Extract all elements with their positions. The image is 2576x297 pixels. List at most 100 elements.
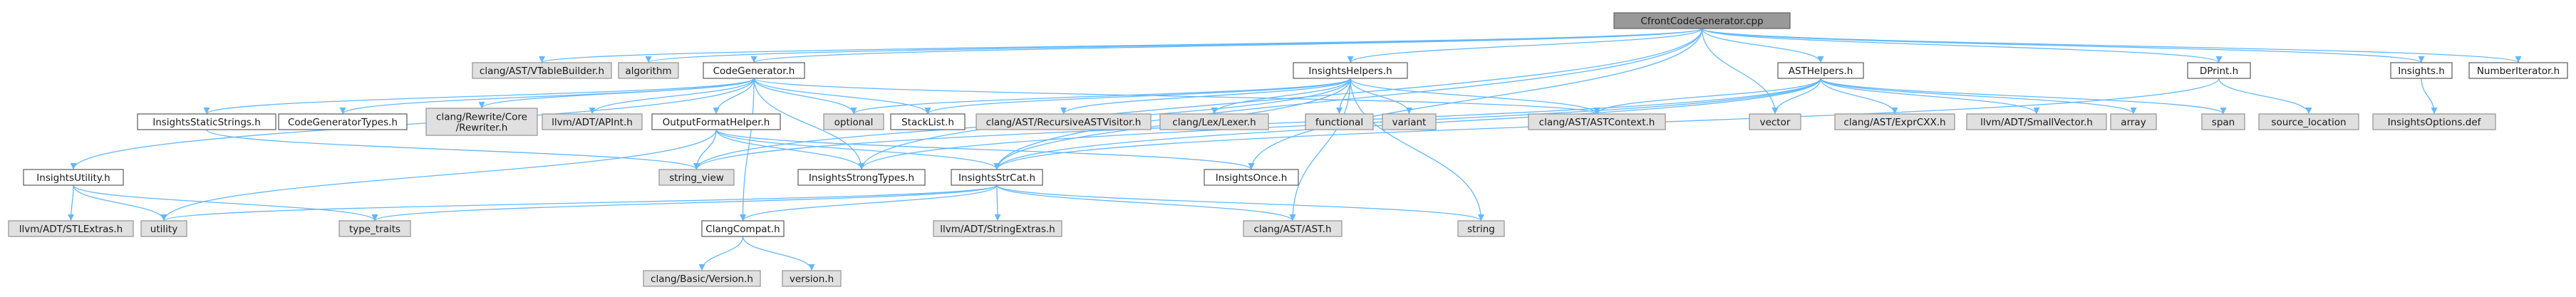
edge-dprint-to-srcloc bbox=[2218, 78, 2312, 115]
node-box bbox=[1243, 220, 1343, 237]
node-label: vector bbox=[1760, 117, 1791, 128]
node-typetraits: type_traits bbox=[338, 220, 411, 237]
node-iutility[interactable]: InsightsUtility.h bbox=[23, 169, 124, 186]
node-label: clang/AST/RecursiveASTVisitor.h bbox=[986, 117, 1142, 128]
node-box bbox=[542, 113, 643, 130]
node-box bbox=[425, 108, 538, 136]
edge-ofhelper-to-istrong bbox=[715, 129, 865, 170]
edge-istrcat-to-utility bbox=[160, 184, 998, 222]
node-box bbox=[701, 220, 785, 237]
node-recvisitor: clang/AST/RecursiveASTVisitor.h bbox=[976, 113, 1152, 130]
edge-istrcat-to-typetraits bbox=[371, 184, 998, 222]
node-label: Insights.h bbox=[2398, 66, 2445, 77]
edge-istatic-to-stringview bbox=[206, 129, 700, 170]
node-basicversion: clang/Basic/Version.h bbox=[643, 270, 761, 287]
edge-codegen-to-rewriter bbox=[478, 78, 755, 109]
node-box bbox=[1834, 113, 1955, 130]
edge-iutility-to-typetraits bbox=[73, 184, 378, 222]
node-srcloc: source_location bbox=[2258, 113, 2359, 130]
node-label: InsightsOptions.def bbox=[2388, 117, 2482, 128]
node-box bbox=[618, 62, 679, 79]
node-exprcxx: clang/AST/ExprCXX.h bbox=[1834, 113, 1955, 130]
node-box bbox=[278, 113, 408, 130]
edge-cfront-to-algorithm bbox=[646, 28, 1703, 63]
edge-istrcat-to-clangcompat bbox=[740, 184, 998, 222]
edge-istrcat-to-strextras bbox=[994, 184, 1001, 222]
node-asthelpers[interactable]: ASTHelpers.h bbox=[1777, 62, 1864, 79]
node-box bbox=[2110, 113, 2157, 130]
node-box bbox=[472, 62, 612, 79]
node-insights[interactable]: Insights.h bbox=[2390, 62, 2453, 79]
node-label: llvm/ADT/APInt.h bbox=[552, 117, 633, 128]
edge-cfront-to-codegen bbox=[750, 28, 1703, 63]
node-istrong[interactable]: InsightsStrongTypes.h bbox=[797, 169, 926, 186]
edge-ihelpers-to-ast bbox=[1289, 78, 1351, 222]
node-ionce[interactable]: InsightsOnce.h bbox=[1204, 169, 1299, 186]
edge-istrcat-to-string bbox=[996, 184, 1484, 222]
node-label: type_traits bbox=[349, 224, 400, 235]
node-box bbox=[933, 220, 1062, 237]
node-box bbox=[1777, 62, 1864, 79]
node-label: OutputFormatHelper.h bbox=[663, 117, 770, 128]
node-istrcat[interactable]: InsightsStrCat.h bbox=[951, 169, 1043, 186]
node-box bbox=[1966, 113, 2107, 130]
node-dprint[interactable]: DPrint.h bbox=[2187, 62, 2251, 79]
node-label: NumberIterator.h bbox=[2477, 66, 2560, 77]
node-label: CodeGeneratorTypes.h bbox=[288, 117, 398, 128]
node-stacklist[interactable]: StackList.h bbox=[890, 113, 966, 130]
node-label: InsightsHelpers.h bbox=[1308, 66, 1392, 77]
node-optional: optional bbox=[823, 113, 884, 130]
edge-ihelpers-to-lexer bbox=[1211, 78, 1351, 115]
edge-codegen-to-ofhelper bbox=[713, 78, 755, 115]
node-box bbox=[1382, 113, 1437, 130]
node-label: InsightsUtility.h bbox=[36, 172, 110, 184]
node-box bbox=[8, 220, 134, 237]
edge-insights-to-iopts bbox=[2421, 78, 2438, 115]
node-codegen[interactable]: CodeGenerator.h bbox=[703, 62, 805, 79]
node-box bbox=[338, 220, 411, 237]
node-label: clang/AST/ExprCXX.h bbox=[1843, 117, 1945, 128]
node-box bbox=[797, 169, 926, 186]
edge-ihelpers-to-recvisitor bbox=[1060, 78, 1351, 115]
node-label: clang/Rewrite/Core/Rewriter.h bbox=[436, 112, 527, 134]
edge-asthelpers-to-span bbox=[1820, 78, 2227, 115]
node-label: DPrint.h bbox=[2200, 66, 2238, 77]
node-ofhelper[interactable]: OutputFormatHelper.h bbox=[651, 113, 781, 130]
edge-ihelpers-to-astcontext bbox=[1350, 78, 1600, 115]
node-algorithm: algorithm bbox=[618, 62, 679, 79]
edge-codegen-to-apint bbox=[589, 78, 755, 115]
edge-layer bbox=[67, 28, 2522, 271]
edge-cfront-to-vector bbox=[1701, 28, 1779, 115]
node-functional: functional bbox=[1305, 113, 1374, 130]
node-box bbox=[2201, 113, 2245, 130]
edge-ofhelper-to-istrcat bbox=[715, 129, 1000, 170]
node-box bbox=[2258, 113, 2359, 130]
node-label: clang/AST/VTableBuilder.h bbox=[480, 66, 604, 77]
edge-codegen-to-istrong bbox=[753, 78, 865, 170]
node-box bbox=[651, 113, 781, 130]
node-box bbox=[137, 113, 276, 130]
node-numiter[interactable]: NumberIterator.h bbox=[2468, 62, 2568, 79]
node-label: clang/Basic/Version.h bbox=[651, 273, 753, 285]
node-ihelpers[interactable]: InsightsHelpers.h bbox=[1293, 62, 1408, 79]
node-box bbox=[1159, 113, 1269, 130]
node-version: version.h bbox=[782, 270, 842, 287]
node-layer: CfrontCodeGenerator.cpp clang/AST/VTableB… bbox=[8, 12, 2568, 287]
edge-clangcompat-to-version bbox=[742, 236, 815, 271]
edge-clangcompat-to-basicversion bbox=[698, 236, 744, 271]
edge-cfront-to-istrcat bbox=[993, 28, 1703, 170]
edge-ofhelper-to-ionce bbox=[715, 129, 1255, 170]
node-label: InsightsStaticStrings.h bbox=[152, 117, 261, 128]
node-istatic[interactable]: InsightsStaticStrings.h bbox=[137, 113, 276, 130]
edge-codegen-to-istatic bbox=[203, 78, 755, 115]
node-box bbox=[1613, 12, 1791, 29]
node-cgtypes[interactable]: CodeGeneratorTypes.h bbox=[278, 113, 408, 130]
edge-cfront-to-ionce bbox=[1248, 28, 1703, 170]
node-cfront[interactable]: CfrontCodeGenerator.cpp bbox=[1613, 12, 1791, 29]
edge-cfront-to-insights bbox=[1701, 28, 2425, 63]
node-box bbox=[703, 62, 805, 79]
node-clangcompat[interactable]: ClangCompat.h bbox=[701, 220, 785, 237]
edge-ihelpers-to-optional bbox=[850, 78, 1351, 115]
node-label: ClangCompat.h bbox=[705, 224, 780, 235]
